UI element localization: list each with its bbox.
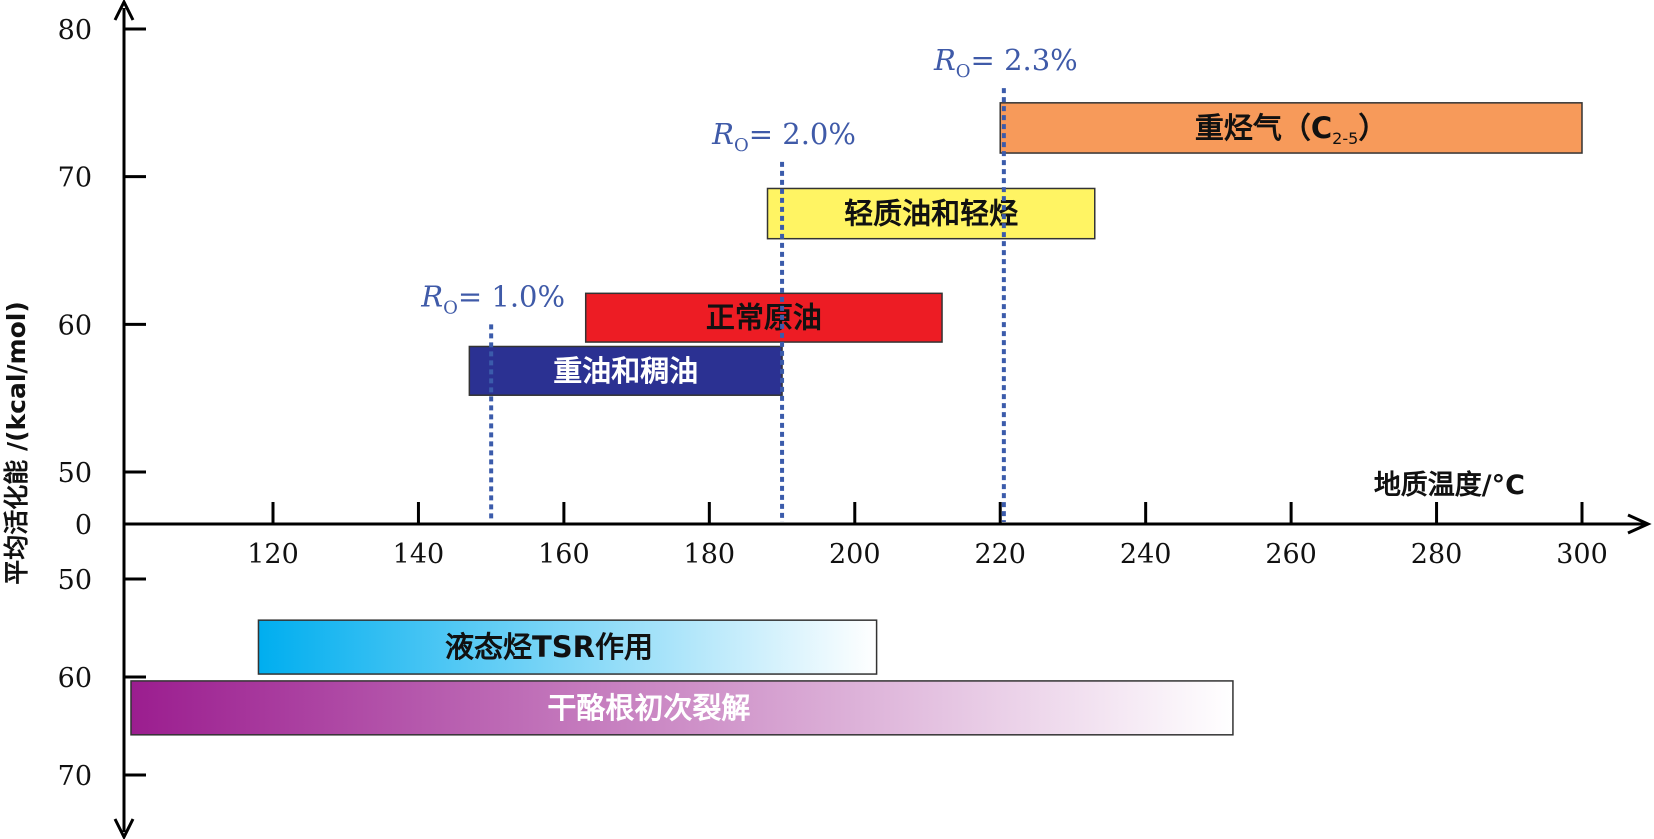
range-bar	[999, 102, 1583, 154]
x-tick-label: 180	[684, 539, 736, 570]
x-tick-label: 120	[247, 539, 299, 570]
x-tick-label: 160	[538, 539, 590, 570]
gradient-bar	[257, 619, 878, 675]
x-tick-label: 240	[1120, 539, 1172, 570]
x-tick-label: 280	[1411, 539, 1463, 570]
y-tick-label: 50	[58, 458, 92, 489]
axes: 120 140 160 180 200 220 240 260 280 300 地质温度/°C 80 7…	[58, 0, 1652, 839]
y-tick-label: 60	[58, 310, 92, 341]
x-tick-label: 300	[1556, 539, 1608, 570]
gradient-bar	[130, 680, 1234, 736]
y-tick-label: 70	[58, 761, 92, 792]
y-tick-label: 60	[58, 663, 92, 694]
x-tick-label: 260	[1265, 539, 1317, 570]
x-axis-arrow	[1627, 513, 1652, 535]
range-bar	[468, 345, 783, 396]
range-bar-label: 正常原油	[706, 301, 822, 335]
range-bar	[584, 292, 943, 343]
ro-label: RO= 1.0%	[420, 279, 565, 318]
y-tick-label: 0	[75, 510, 92, 541]
range-bar-label: 重油和稠油	[553, 354, 698, 388]
ro-lines: RO= 1.0% RO= 2.0% RO= 2.3%	[420, 43, 1078, 522]
gradient-bar-label: 液态烃TSR作用	[445, 630, 653, 664]
y-tick-label: 50	[58, 565, 92, 596]
gradient-bar-label: 干酪根初次裂解	[547, 691, 750, 725]
y-axis-arrow-top	[113, 0, 135, 21]
x-tick-label: 200	[829, 539, 881, 570]
y-tick-label: 70	[58, 163, 92, 194]
range-bar-label: 重烃气（C2-5）	[1195, 111, 1387, 148]
x-axis-title: 地质温度/°C	[1374, 469, 1525, 501]
ro-label: RO= 2.3%	[933, 43, 1078, 82]
y-tick-label: 80	[58, 15, 92, 46]
x-tick-label: 220	[974, 539, 1026, 570]
y-axis-arrow-bottom	[113, 818, 135, 839]
range-bar-label: 轻质油和轻烃	[844, 197, 1018, 231]
x-tick-label: 140	[393, 539, 445, 570]
ro-label: RO= 2.0%	[711, 117, 856, 156]
range-bar	[766, 187, 1096, 240]
